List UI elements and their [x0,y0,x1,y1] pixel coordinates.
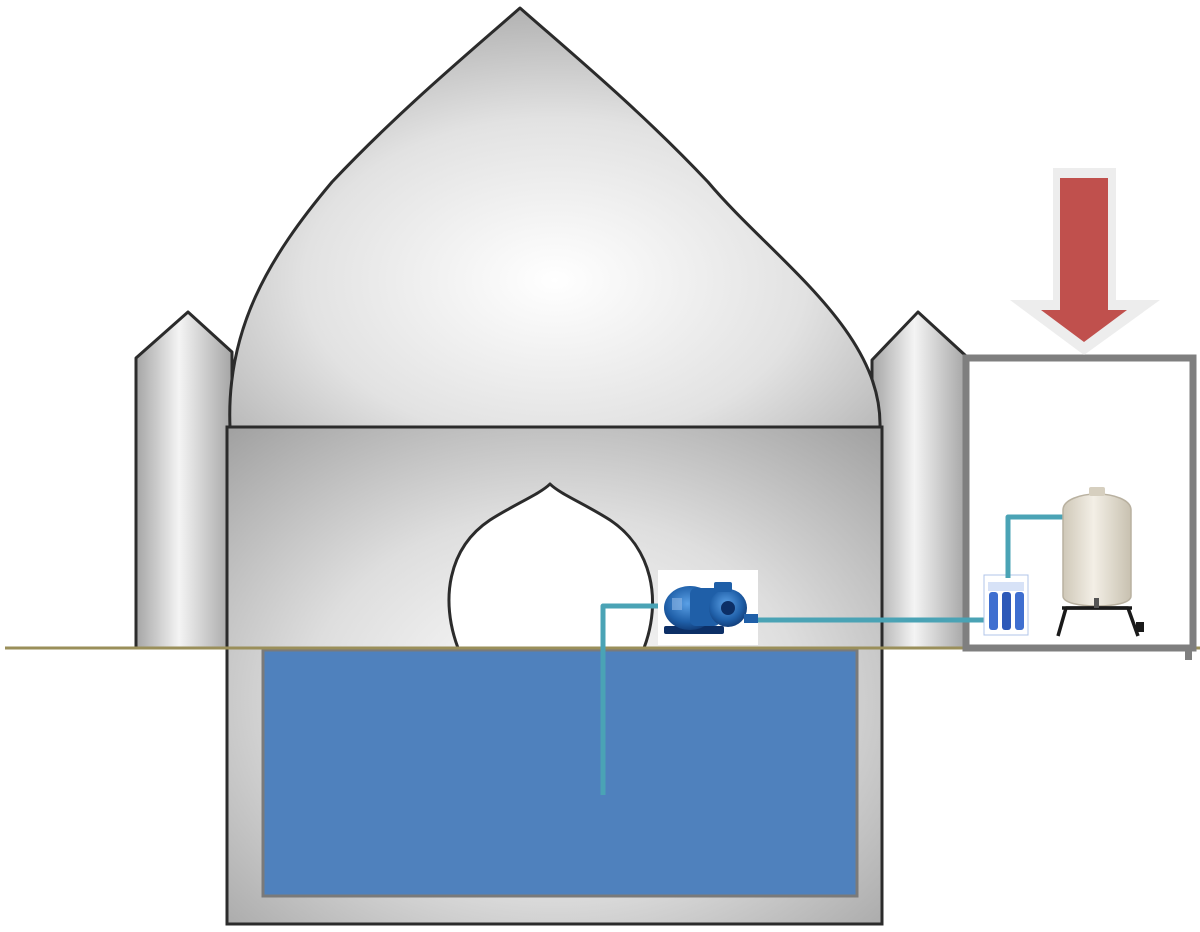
filtration-room-post [1185,645,1192,660]
suction-pipe [600,603,660,795]
pump-icon [658,570,758,645]
water-filter-icon [983,574,1029,636]
left-minaret [134,310,234,650]
storage-tank-icon [1056,487,1144,637]
arrow-down-icon [1010,168,1160,355]
water-reservoir [261,648,859,898]
dome [228,6,882,429]
right-minaret [870,310,968,650]
filtration-room [962,354,1197,652]
